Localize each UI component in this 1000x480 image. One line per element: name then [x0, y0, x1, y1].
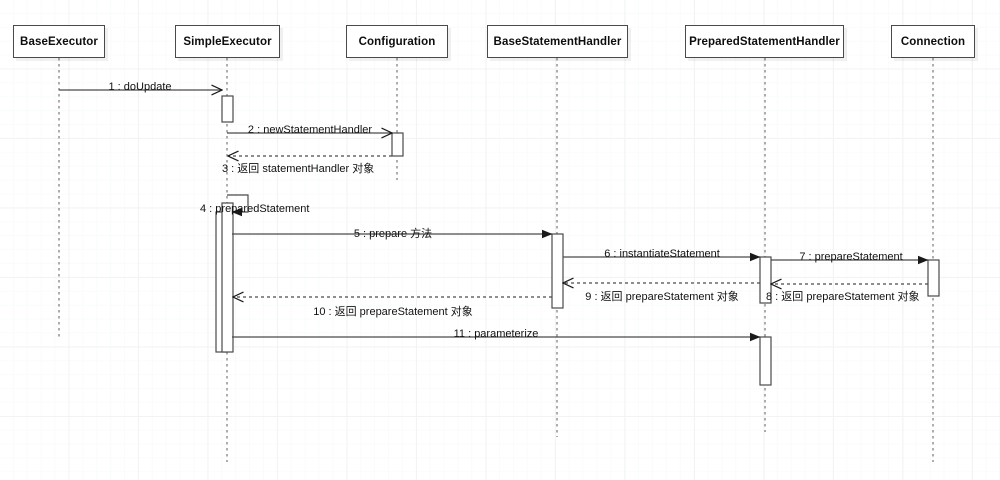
message-label-2: 2 : newStatementHandler [247, 124, 373, 136]
participant-label-baseExecutor: BaseExecutor [20, 35, 98, 48]
message-label-6: 6 : instantiateStatement [604, 248, 720, 260]
participant-box-simpleExecutor[interactable]: SimpleExecutor [175, 25, 280, 58]
participant-label-simpleExecutor: SimpleExecutor [183, 35, 272, 48]
activation-bar-act-prepstmt-2 [759, 336, 772, 386]
lifelines-group [58, 58, 934, 462]
message-label-8: 8 : 返回 prepareStatement 对象 [766, 291, 920, 303]
activation-bar-act-simple-3 [221, 202, 234, 353]
participant-label-configuration: Configuration [358, 35, 436, 48]
participant-box-preparedStatementHandler[interactable]: PreparedStatementHandler [685, 25, 844, 58]
message-label-9: 9 : 返回 prepareStatement 对象 [585, 291, 739, 303]
participant-box-baseStatementHandler[interactable]: BaseStatementHandler [487, 25, 628, 58]
message-label-3: 3 : 返回 statementHandler 对象 [222, 163, 375, 175]
message-label-7: 7 : prepareStatement [799, 251, 903, 263]
message-label-4: 4 : preparedStatement [200, 203, 310, 215]
activation-bar-act-conn-1 [927, 259, 940, 297]
activation-bar-act-simple-1 [221, 95, 234, 123]
activation-bar-act-basestmt-1 [551, 233, 564, 309]
message-arrow-4[interactable] [227, 194, 249, 217]
message-label-10: 10 : 返回 prepareStatement 对象 [313, 306, 473, 318]
participant-label-baseStatementHandler: BaseStatementHandler [493, 35, 622, 48]
activation-bars-group [215, 95, 940, 386]
message-arrows-group [59, 90, 929, 342]
participant-box-connection[interactable]: Connection [891, 25, 975, 58]
message-label-1: 1 : doUpdate [108, 81, 172, 93]
participant-label-preparedStatementHandler: PreparedStatementHandler [689, 35, 840, 48]
participant-box-configuration[interactable]: Configuration [346, 25, 448, 58]
message-label-5: 5 : prepare 方法 [353, 228, 433, 240]
participant-label-connection: Connection [900, 35, 966, 48]
activation-bar-act-config-1 [391, 132, 404, 157]
participant-box-baseExecutor[interactable]: BaseExecutor [13, 25, 105, 58]
message-label-11: 11 : parameterize [453, 328, 539, 340]
